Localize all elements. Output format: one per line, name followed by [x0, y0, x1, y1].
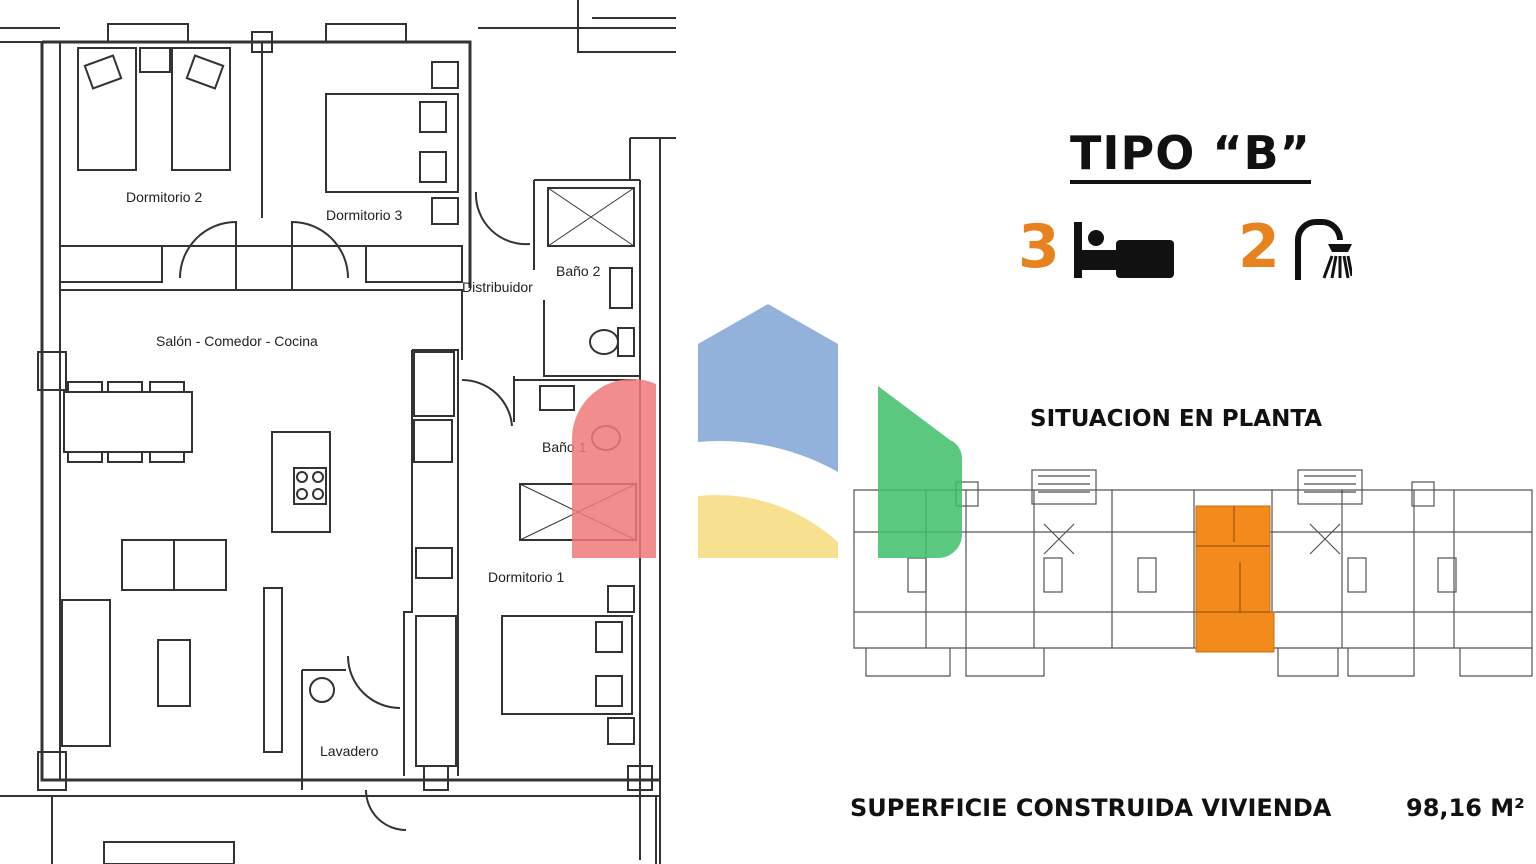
- bed-icon: [1074, 222, 1174, 278]
- room-label-bano-2: Baño 2: [556, 263, 601, 279]
- bedroom-count: 3: [1018, 212, 1060, 282]
- room-label-dormitorio-2: Dormitorio 2: [126, 189, 202, 205]
- surface-value: 98,16 M²: [1406, 794, 1525, 822]
- bathroom-count: 2: [1238, 212, 1280, 282]
- room-label-dormitorio-1: Dormitorio 1: [488, 569, 564, 585]
- room-label-lavadero: Lavadero: [320, 743, 379, 759]
- room-label-dormitorio-3: Dormitorio 3: [326, 207, 402, 223]
- watermark-logo: [571, 304, 963, 559]
- shower-icon: [1295, 219, 1352, 280]
- surface-label: SUPERFICIE CONSTRUIDA VIVIENDA: [850, 794, 1332, 822]
- situation-heading: SITUACION EN PLANTA: [1030, 406, 1323, 432]
- room-label-distribuidor: Distribuidor: [462, 279, 533, 295]
- unit-type-title: TIPO “B”: [1070, 128, 1311, 184]
- building-key-plan: [853, 469, 1533, 677]
- highlighted-unit: [1195, 505, 1275, 653]
- room-label-salon: Salón - Comedor - Cocina: [156, 333, 318, 349]
